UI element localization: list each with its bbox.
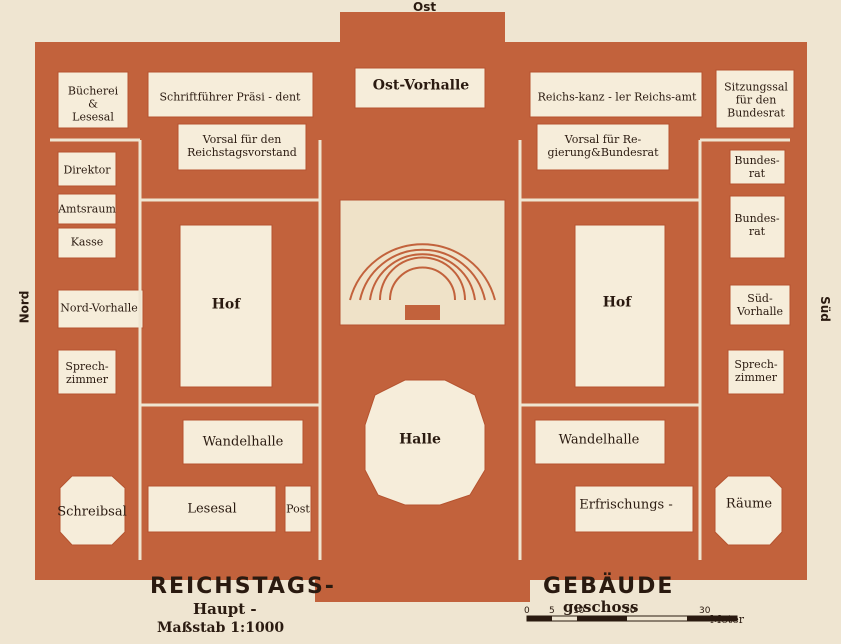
room-schriftfuehrer: Schriftführer Präsi - dent [159, 90, 301, 104]
room-sprechzimmer-right: Sprech- zimmer [734, 358, 778, 384]
room-reichskanzler: Reichs-kanz - ler Reichs-amt [537, 90, 697, 104]
room-ost-vorhalle: Ost-Vorhalle [372, 77, 470, 94]
room-hof-left: Hof [211, 296, 241, 313]
room-vorsal-right: Vorsal für Re- gierung&Bundesrat [547, 133, 659, 159]
room-sprechzimmer-left: Sprech- zimmer [65, 360, 109, 386]
room-bundesrat-2: Bundes- rat [734, 212, 780, 238]
plenary-seating [349, 243, 496, 301]
room-amtsraum: Amtsraum [58, 202, 116, 216]
rooms [57, 67, 795, 546]
title-line1-right: GEBÄUDE [543, 574, 675, 599]
room-sitzungssal: Sitzungssal für den Bundesrat [724, 80, 788, 120]
corridors [50, 138, 790, 560]
room-kasse: Kasse [70, 235, 104, 249]
room-vorsal-left: Vorsal für den Reichstagsvorstand [187, 133, 297, 159]
scale-tick-20: 20 [624, 606, 636, 616]
scale-tick-5: 5 [549, 606, 555, 616]
room-bundesrat-1: Bundes- rat [734, 154, 780, 180]
room-hof-right: Hof [602, 294, 632, 311]
room-sued-vorhalle: Süd- Vorhalle [736, 292, 784, 318]
title-line1-left: REICHSTAGS- [150, 574, 336, 599]
scale-tick-30: 30 [699, 606, 711, 616]
plenary-dais [405, 305, 440, 320]
room-erfrischungs: Erfrischungs - [579, 497, 673, 513]
title-line2-left: Haupt - [193, 600, 257, 618]
room-post: Post [286, 502, 310, 516]
scale-bar [526, 615, 738, 622]
title-scale: Maßstab 1:1000 [157, 620, 285, 636]
title-line2-right: geschoss [563, 598, 639, 616]
compass-north: Nord [17, 290, 32, 324]
room-buecherei: Bücherei & Lesesal [67, 84, 119, 124]
scale-tick-0: 0 [524, 606, 530, 616]
room-wandelhalle-right: Wandelhalle [558, 432, 640, 448]
room-halle: Halle [399, 431, 441, 448]
compass-south: Süd [817, 296, 832, 322]
room-raeume: Räume [725, 496, 773, 512]
scale-tick-10: 10 [573, 606, 585, 616]
compass-east: Ost [413, 0, 437, 14]
room-wandelhalle-left: Wandelhalle [202, 434, 284, 450]
room-lesesal: Lesesal [187, 501, 237, 517]
room-schreibsal: Schreibsal [57, 504, 127, 520]
room-direktor: Direktor [63, 163, 111, 177]
room-nord-vorhalle: Nord-Vorhalle [60, 301, 138, 315]
scale-unit: Meter [710, 613, 744, 626]
